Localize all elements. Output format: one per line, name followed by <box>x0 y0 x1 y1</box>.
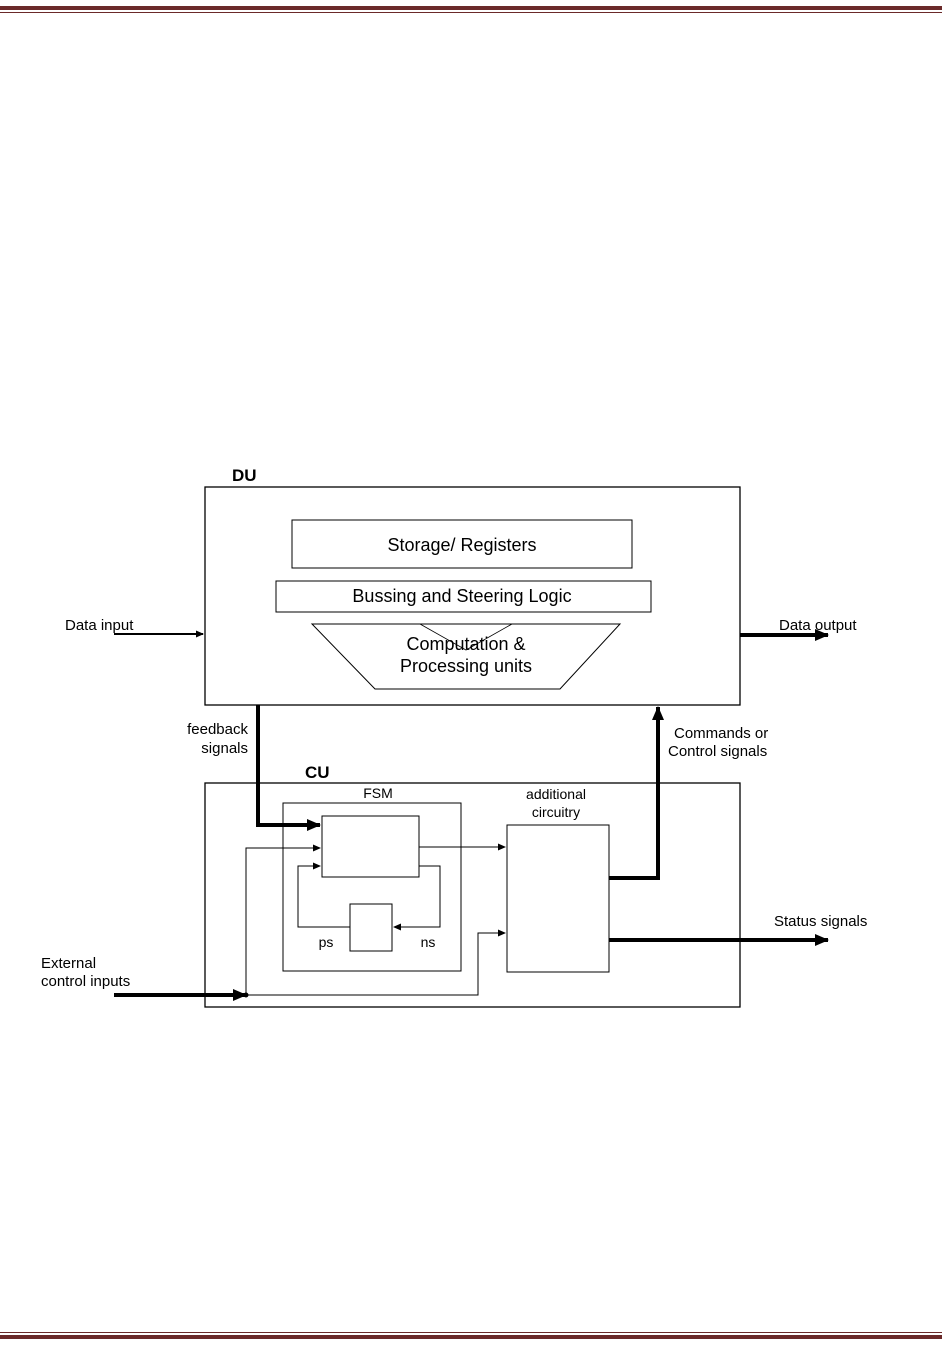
external-to-circuitry-arrow <box>246 929 506 996</box>
data-output-label: Data output <box>779 617 857 634</box>
external-inputs-label-line1: External <box>41 955 96 972</box>
state-register-box <box>349 903 393 952</box>
header-rule-thin <box>0 12 942 13</box>
du-box <box>204 486 741 706</box>
bussing-logic-label: Bussing and Steering Logic <box>352 586 571 606</box>
commands-signals-arrow <box>609 706 664 880</box>
feedback-signals-arrow <box>256 705 321 831</box>
header-rule <box>0 6 942 10</box>
du-title: DU <box>232 466 257 485</box>
external-to-fsm-arrow <box>245 844 321 995</box>
commands-label-line2: Control signals <box>668 743 767 760</box>
footer-rule-thin <box>0 1332 942 1333</box>
fsm-logic-box <box>321 815 420 878</box>
cu-box <box>204 782 741 1008</box>
computation-notch <box>419 623 513 651</box>
additional-circuitry-box <box>506 824 610 973</box>
cu-title: CU <box>305 763 330 782</box>
fsm-box <box>282 802 462 972</box>
feedback-label-line2: signals <box>201 740 248 757</box>
additional-circuitry-label-line2: circuitry <box>532 804 580 820</box>
computation-label-line1: Computation & <box>406 634 525 654</box>
storage-registers-box <box>291 519 633 569</box>
data-input-label: Data input <box>65 617 134 634</box>
ps-label: ps <box>319 934 334 950</box>
bussing-logic-box <box>275 580 652 613</box>
status-signals-label: Status signals <box>774 913 867 930</box>
storage-registers-label: Storage/ Registers <box>387 535 536 555</box>
footer-rule <box>0 1335 942 1339</box>
computation-trapezoid <box>310 623 622 690</box>
additional-circuitry-label-line1: additional <box>526 786 586 802</box>
fsm-label: FSM <box>363 785 393 801</box>
ps-feedback-arrow <box>297 862 350 928</box>
feedback-label-line1: feedback <box>187 721 248 738</box>
commands-label-line1: Commands or <box>674 725 768 742</box>
ns-label: ns <box>421 934 436 950</box>
external-inputs-label-line2: control inputs <box>41 973 130 990</box>
computation-label-line2: Processing units <box>400 656 532 676</box>
ns-arrow <box>393 865 441 931</box>
